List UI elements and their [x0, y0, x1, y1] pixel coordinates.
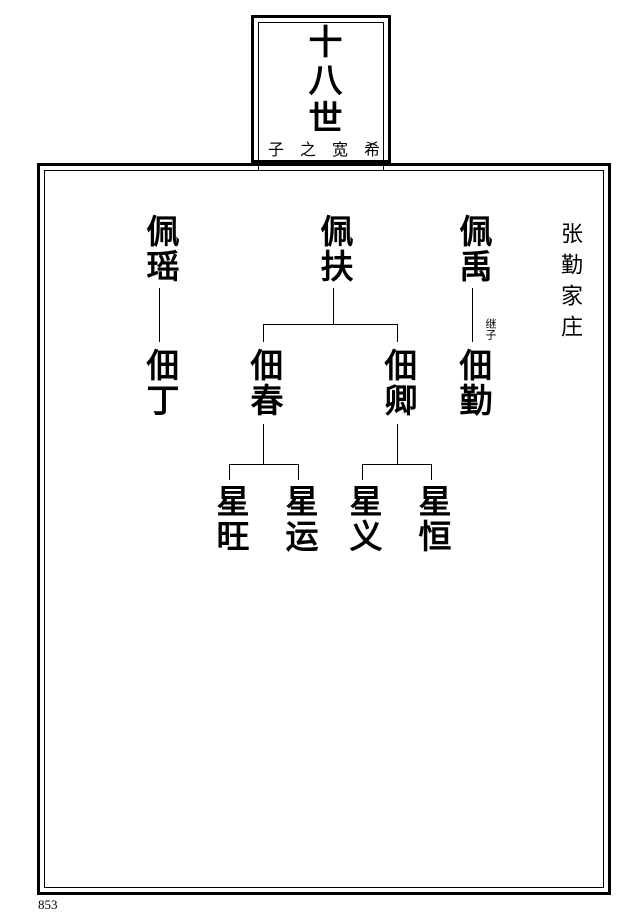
village-label: 张勤家庄: [557, 222, 582, 346]
line-to-xingheng: [431, 464, 432, 480]
person-dianqin: 佃勤: [454, 348, 493, 418]
adopted-son-note: 继子: [484, 318, 497, 340]
person-dianqing: 佃卿: [379, 348, 418, 418]
generation-header-inner-border: [258, 22, 384, 170]
person-xingwang: 星旺: [211, 484, 250, 554]
line-peiyu-to-dianqin: [472, 288, 473, 342]
person-dianding: 佃丁: [141, 348, 180, 418]
line-peifu-branch: [263, 324, 397, 325]
person-dianchun: 佃春: [245, 348, 284, 418]
person-peiyu: 佩禹: [454, 214, 493, 284]
generation-title: 十八世: [302, 24, 342, 138]
line-dianqing-stem: [397, 424, 398, 464]
person-xingheng: 星恒: [413, 484, 452, 554]
line-peifu-stem: [333, 288, 334, 324]
line-dianqing-branch: [362, 464, 431, 465]
line-to-dianchun: [263, 324, 264, 342]
person-xingyi: 星义: [344, 484, 383, 554]
line-to-xingyun: [298, 464, 299, 480]
line-dianchun-branch: [229, 464, 298, 465]
line-to-dianqing: [397, 324, 398, 342]
generation-subtitle: 子之宽希: [268, 140, 397, 159]
line-peiyao-to-dianding: [159, 288, 160, 342]
person-peifu: 佩扶: [315, 214, 354, 284]
genealogy-inner-border: [44, 170, 604, 888]
line-to-xingyi: [362, 464, 363, 480]
line-to-xingwang: [229, 464, 230, 480]
person-xingyun: 星运: [280, 484, 319, 554]
person-peiyao: 佩瑶: [141, 214, 180, 284]
page-number: 853: [38, 897, 58, 912]
genealogy-main-frame: [37, 163, 611, 895]
line-dianchun-stem: [263, 424, 264, 464]
generation-header-box: [251, 15, 391, 170]
